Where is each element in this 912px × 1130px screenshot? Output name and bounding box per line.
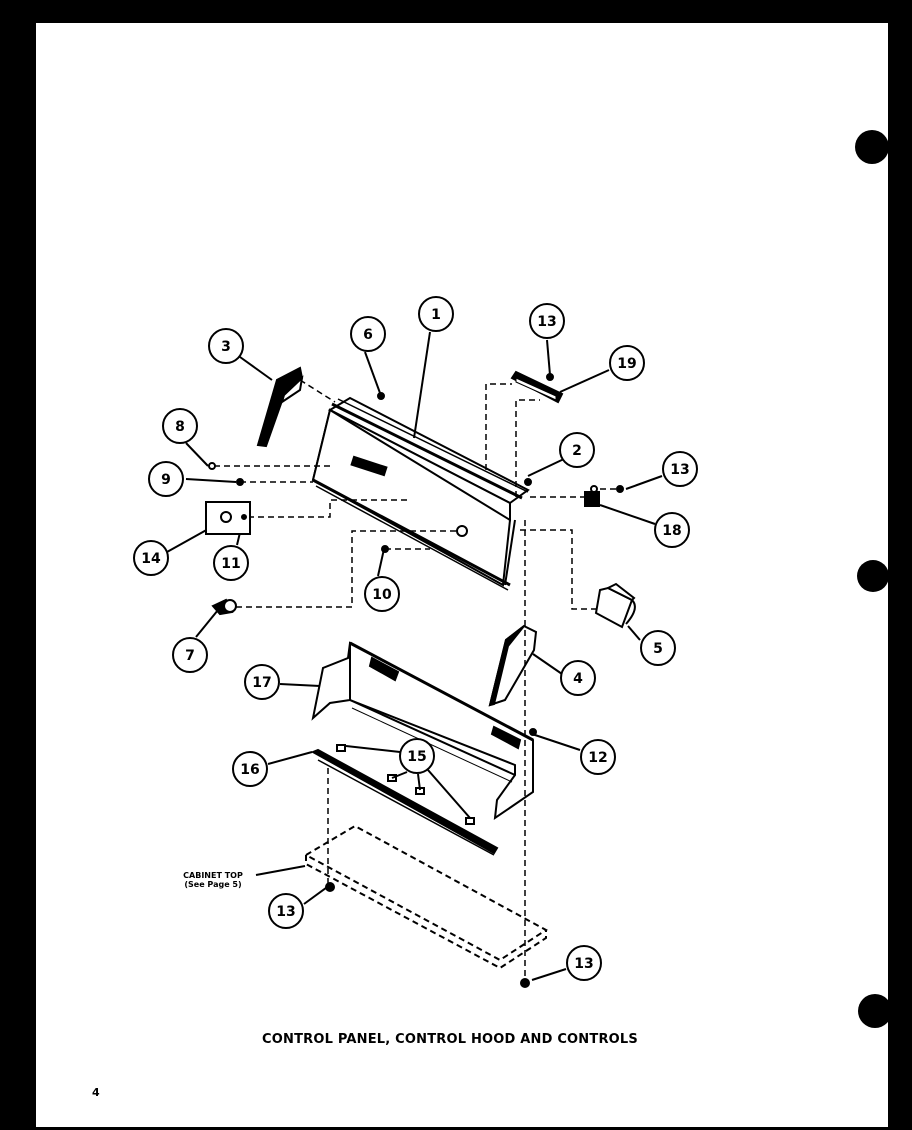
svg-text:16: 16	[240, 762, 259, 778]
callout-6: 6	[350, 316, 386, 352]
control-panel-part	[311, 396, 530, 591]
callout-7: 7	[172, 637, 208, 673]
svg-text:6: 6	[363, 327, 373, 343]
svg-text:17: 17	[252, 675, 271, 691]
svg-text:13: 13	[574, 956, 593, 972]
callouts: 1 2 3 4 5 6 7 8 9 10 11 12 13 13 13 13 1…	[133, 296, 698, 981]
callout-leaders	[166, 331, 663, 981]
callout-16: 16	[232, 751, 268, 787]
callout-8: 8	[162, 408, 198, 444]
callout-11: 11	[213, 545, 249, 581]
callout-4: 4	[560, 660, 596, 696]
svg-text:2: 2	[572, 443, 582, 459]
svg-text:9: 9	[161, 472, 171, 488]
svg-text:5: 5	[653, 641, 663, 657]
svg-text:13: 13	[276, 904, 295, 920]
svg-text:4: 4	[573, 671, 583, 687]
callout-9: 9	[148, 461, 184, 497]
svg-text:11: 11	[221, 556, 240, 572]
callout-18: 18	[654, 512, 690, 548]
dashed-assembly-lines	[214, 379, 618, 980]
callout-10: 10	[364, 576, 400, 612]
callout-13-bottom-right: 13	[566, 945, 602, 981]
diagram-title: Control Panel, Control Hood and Controls	[262, 1032, 638, 1047]
svg-text:15: 15	[407, 749, 426, 765]
callout-17: 17	[244, 664, 280, 700]
control-hood-part	[311, 641, 534, 821]
svg-text:12: 12	[588, 750, 607, 766]
svg-text:8: 8	[175, 419, 185, 435]
svg-text:1: 1	[431, 307, 441, 323]
fasteners	[205, 373, 624, 988]
svg-text:19: 19	[617, 356, 636, 372]
svg-text:14: 14	[141, 551, 161, 567]
callout-13-bottom-left: 13	[268, 893, 304, 929]
svg-text:13: 13	[670, 462, 689, 478]
end-cap-left-part	[256, 366, 304, 448]
svg-text:3: 3	[221, 339, 231, 355]
callout-2: 2	[559, 432, 595, 468]
registration-dot	[858, 994, 892, 1028]
registration-dot	[855, 130, 889, 164]
cabinet-top-label: Cabinet Top (See Page 5)	[168, 871, 258, 889]
svg-text:10: 10	[372, 587, 392, 603]
timer-part	[594, 582, 636, 629]
svg-text:7: 7	[185, 648, 195, 664]
svg-text:18: 18	[662, 523, 681, 539]
callout-13-top: 13	[529, 303, 565, 339]
callout-15: 15	[399, 738, 435, 774]
callout-5: 5	[640, 630, 676, 666]
switch-part	[584, 485, 600, 507]
bracket-part	[510, 370, 564, 404]
end-cap-right-part	[488, 624, 538, 707]
callout-12: 12	[580, 739, 616, 775]
cabinet-top-part	[303, 824, 548, 970]
callout-19: 19	[609, 345, 645, 381]
cabinet-top-text: Cabinet Top	[183, 871, 243, 880]
svg-text:13: 13	[537, 314, 556, 330]
diagram-page	[36, 23, 888, 1127]
callout-3: 3	[208, 328, 244, 364]
callout-1: 1	[418, 296, 454, 332]
cabinet-top-reference: (See Page 5)	[184, 880, 242, 889]
callout-14: 14	[133, 540, 169, 576]
callout-13-right: 13	[662, 451, 698, 487]
page-number: 4	[92, 1086, 100, 1099]
registration-dot	[857, 560, 889, 592]
